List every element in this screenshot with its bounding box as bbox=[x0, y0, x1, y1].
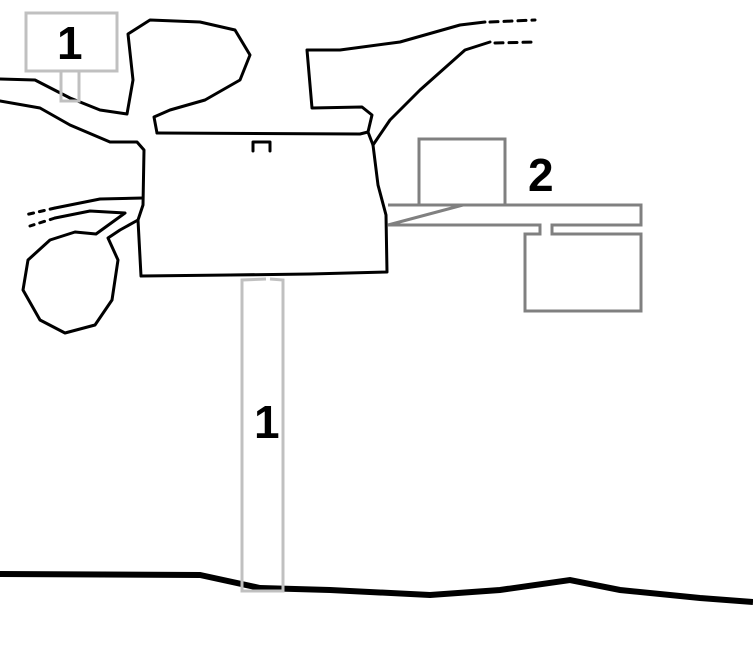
upper-road bbox=[0, 18, 252, 135]
label-box-2-upper bbox=[417, 137, 507, 207]
notch bbox=[251, 140, 272, 153]
label-1-post: 1 bbox=[254, 396, 280, 448]
left-road bbox=[21, 196, 145, 335]
label-beam-2 bbox=[387, 203, 643, 313]
label-box-1-top bbox=[24, 11, 119, 73]
right-arm-dashes bbox=[488, 18, 537, 45]
right-arm-inner bbox=[371, 40, 492, 147]
label-connector-1-top bbox=[59, 71, 81, 103]
label-1-top: 1 bbox=[57, 17, 83, 69]
main-block bbox=[0, 99, 389, 278]
label-2: 2 bbox=[528, 149, 554, 201]
left-road-dashes bbox=[23, 206, 57, 228]
label-post-1 bbox=[240, 277, 285, 593]
ground-line bbox=[0, 571, 753, 605]
right-arm bbox=[305, 20, 487, 134]
